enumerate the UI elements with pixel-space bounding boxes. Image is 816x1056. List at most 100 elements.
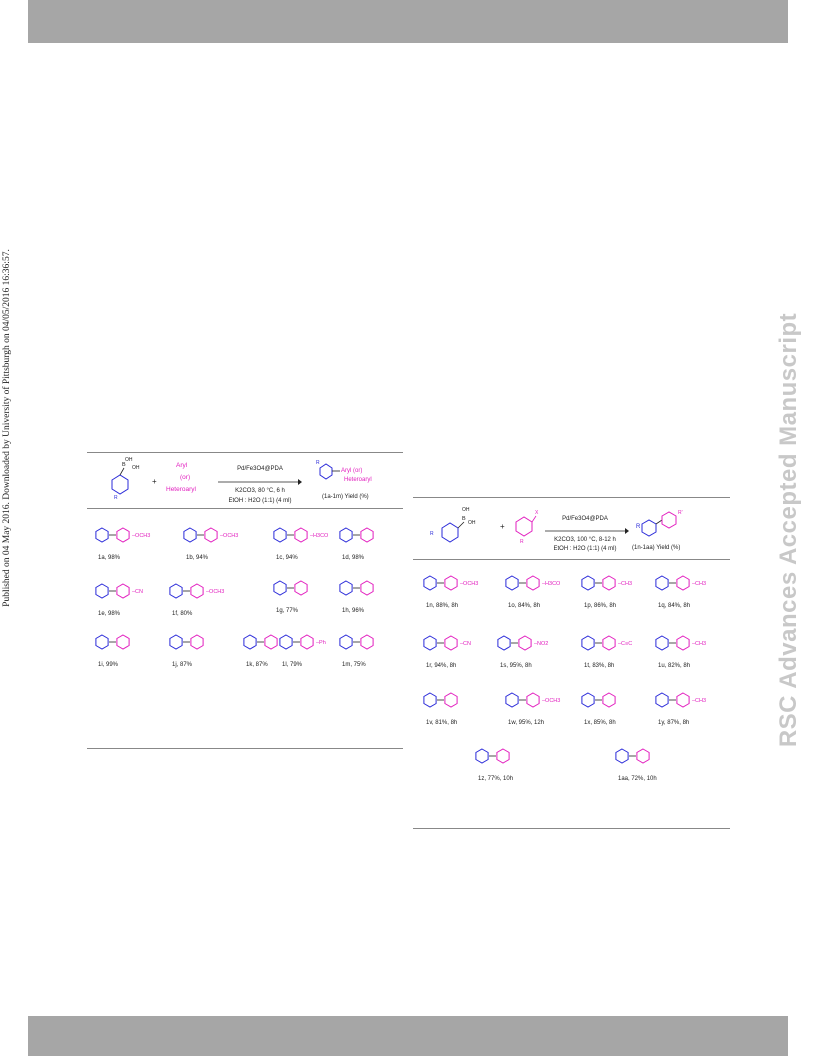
s2-compound-label-6: 1t, 83%, 8h [584,663,615,669]
svg-text:R: R [316,460,320,466]
plus-sign: + [152,477,157,486]
s2-compound-label-8: 1v, 81%, 8h [426,720,458,726]
s1-structure-8 [95,634,130,650]
s2-substituent-1: –H3CO [542,581,561,587]
s1-substituent-2: –H3CO [310,533,329,539]
s1-structure-2: –H3CO [273,527,329,543]
s2-compound-label-9: 1w, 95%, 12h [508,720,545,726]
s1-structure-7 [339,580,374,596]
s2-compound-label-4: 1r, 94%, 8h [426,663,457,669]
s1-compound-label-8: 1i, 99% [98,662,119,668]
s1-compound-label-11: 1l, 79% [282,662,303,668]
svg-text:R: R [520,539,524,545]
s2-compound-label-5: 1s, 95%, 8h [500,663,532,669]
svg-text:R': R' [678,510,683,516]
s1-structure-3 [339,527,374,543]
s1-structure-11: –Ph [279,634,326,650]
reagent-aryl: Aryl [176,462,188,469]
s2-product-structure: R R' [636,510,683,537]
s2-structure-10 [581,692,616,708]
s2-aryl-halide-structure: X R [515,510,539,545]
s2-structure-0: –OCH3 [423,575,478,591]
s1-structure-12 [339,634,374,650]
s1-compound-label-9: 1j, 87% [172,662,193,668]
s2-structure-13 [615,748,650,764]
s2-compound-label-12: 1z, 77%, 10h [478,776,514,782]
s2-structure-7: –CH3 [655,635,706,651]
s1-substituent-5: –OCH3 [206,589,224,595]
condition-solvent: EtOH : H2O (1:1) (4 ml) [228,498,292,504]
s2-structure-4: –CN [423,635,471,651]
s1-compound-label-1: 1b, 94% [186,555,209,561]
s2-compound-label-1: 1o, 84%, 8h [508,603,541,609]
s2-condition-solvent: EtOH : H2O (1:1) (4 ml) [553,546,617,552]
s2-compound-label-13: 1aa, 72%, 10h [618,776,657,782]
s2-condition-catalyst: Pd/Fe3O4@PDA [562,516,608,522]
s1-compound-label-3: 1d, 98% [342,555,365,561]
s1-substituent-1: –OCH3 [220,533,238,539]
reagent-heteroaryl: Heteroaryl [166,486,196,493]
s1-compound-label-5: 1f, 80% [172,611,193,617]
s2-substituent-9: –OCH3 [542,698,560,704]
s1-structure-10 [243,634,278,650]
scheme-2-top-rule [413,497,730,499]
svg-text:R: R [114,495,118,501]
s1-compound-label-12: 1m, 75% [342,662,366,668]
s2-structure-3: –CH3 [655,575,706,591]
s2-substituent-2: –CH3 [618,581,632,587]
s2-structure-2: –CH3 [581,575,632,591]
s1-compound-label-7: 1h, 96% [342,608,365,614]
s2-substituent-4: –CN [460,641,471,647]
scheme-1-top-rule [87,452,403,454]
s2-substituent-3: –CH3 [692,581,706,587]
s1-structure-5: –OCH3 [169,583,224,599]
s2-substituent-6: –C≡C [618,641,632,647]
s2-structure-11: –CH3 [655,692,706,708]
svg-text:B: B [462,516,466,522]
s1-compound-label-4: 1e, 98% [98,611,121,617]
svg-text:B: B [122,462,126,468]
svg-text:X: X [535,510,539,516]
s2-substituent-7: –CH3 [692,641,706,647]
s2-compound-label-7: 1u, 82%, 8h [658,663,691,669]
svg-text:R: R [430,531,434,537]
s2-compound-label-2: 1p, 86%, 8h [584,603,617,609]
s2-compound-label-11: 1y, 87%, 8h [658,720,690,726]
s1-structure-6 [273,580,308,596]
s1-compound-label-10: 1k, 87% [246,662,268,668]
product-sub-aryl: Aryl (or) [341,468,363,474]
product-sub-heteroaryl: Heteroaryl [344,477,372,483]
s2-reaction-arrow [545,528,629,534]
scheme-1-mid-rule [87,508,403,509]
svg-text:OH: OH [132,465,140,471]
s2-compound-label-0: 1n, 88%, 8h [426,603,459,609]
condition-catalyst: Pd/Fe3O4@PDA [237,466,283,472]
s2-compound-label-3: 1q, 84%, 8h [658,603,691,609]
s2-substituent-11: –CH3 [692,698,706,704]
product-structure: R [316,460,340,480]
s1-compound-label-0: 1a, 98% [98,555,121,561]
s1-structure-0: –OCH3 [95,527,150,543]
s2-compound-label-10: 1x, 85%, 8h [584,720,616,726]
reagent-or: (or) [180,474,191,481]
boronic-acid-structure: B OH OH R [111,457,140,501]
s2-condition-base: K2CO3, 100 °C, 8-12 h [554,537,616,543]
s2-structure-12 [475,748,510,764]
s2-substituent-0: –OCH3 [460,581,478,587]
s1-structure-9 [169,634,204,650]
s1-compound-label-6: 1g, 77% [276,608,299,614]
s2-structure-5: –NO2 [497,635,548,651]
s2-plus-sign: + [500,522,505,531]
s2-structure-9: –OCH3 [505,692,560,708]
s1-substituent-0: –OCH3 [132,533,150,539]
header-band [28,0,788,43]
scheme-1-yield-label: (1a-1m) Yield (%) [322,494,369,500]
scheme-2-bottom-rule [413,828,730,830]
s1-structure-4: –CN [95,583,143,599]
svg-text:OH: OH [125,457,133,463]
scheme-2-yield-label: (1n-1aa) Yield (%) [632,545,681,551]
s2-substituent-5: –NO2 [534,641,548,647]
s2-structure-1: –H3CO [505,575,561,591]
